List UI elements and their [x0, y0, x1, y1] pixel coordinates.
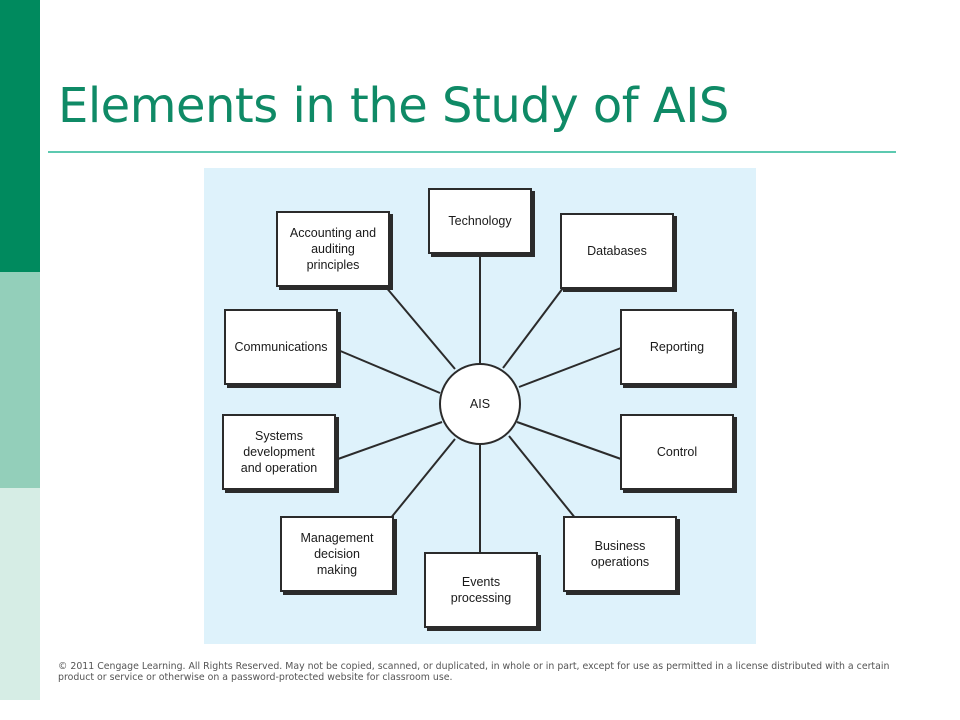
connector-control [516, 421, 622, 460]
accent-bar-bottom [0, 488, 40, 700]
accent-bar-top [0, 0, 40, 272]
copyright-footer: © 2011 Cengage Learning. All Rights Rese… [58, 661, 890, 683]
connector-business-operations [508, 435, 577, 520]
center-node-ais: AIS [439, 363, 521, 445]
node-communications: Communications [224, 309, 338, 385]
node-reporting: Reporting [620, 309, 734, 385]
node-events-processing: Events processing [424, 552, 538, 628]
connector-reporting [518, 347, 622, 388]
connector-communications [337, 349, 441, 394]
title-underline [48, 151, 896, 153]
accent-bar-middle [0, 272, 40, 488]
node-databases: Databases [560, 213, 674, 289]
node-technology: Technology [428, 188, 532, 254]
connector-systems-development [337, 421, 443, 460]
connector-lines [337, 252, 622, 554]
node-control: Control [620, 414, 734, 490]
node-systems-development: Systems development and operation [222, 414, 336, 490]
node-business-operations: Business operations [563, 516, 677, 592]
connector-accounting-principles [384, 285, 456, 370]
connector-databases [502, 287, 564, 369]
connector-management-decision-making [389, 438, 456, 520]
slide-title: Elements in the Study of AIS [58, 78, 729, 134]
ais-diagram: Technology Databases Reporting Control B… [204, 168, 756, 644]
node-management-decision-making: Management decision making [280, 516, 394, 592]
node-accounting-principles: Accounting and auditing principles [276, 211, 390, 287]
